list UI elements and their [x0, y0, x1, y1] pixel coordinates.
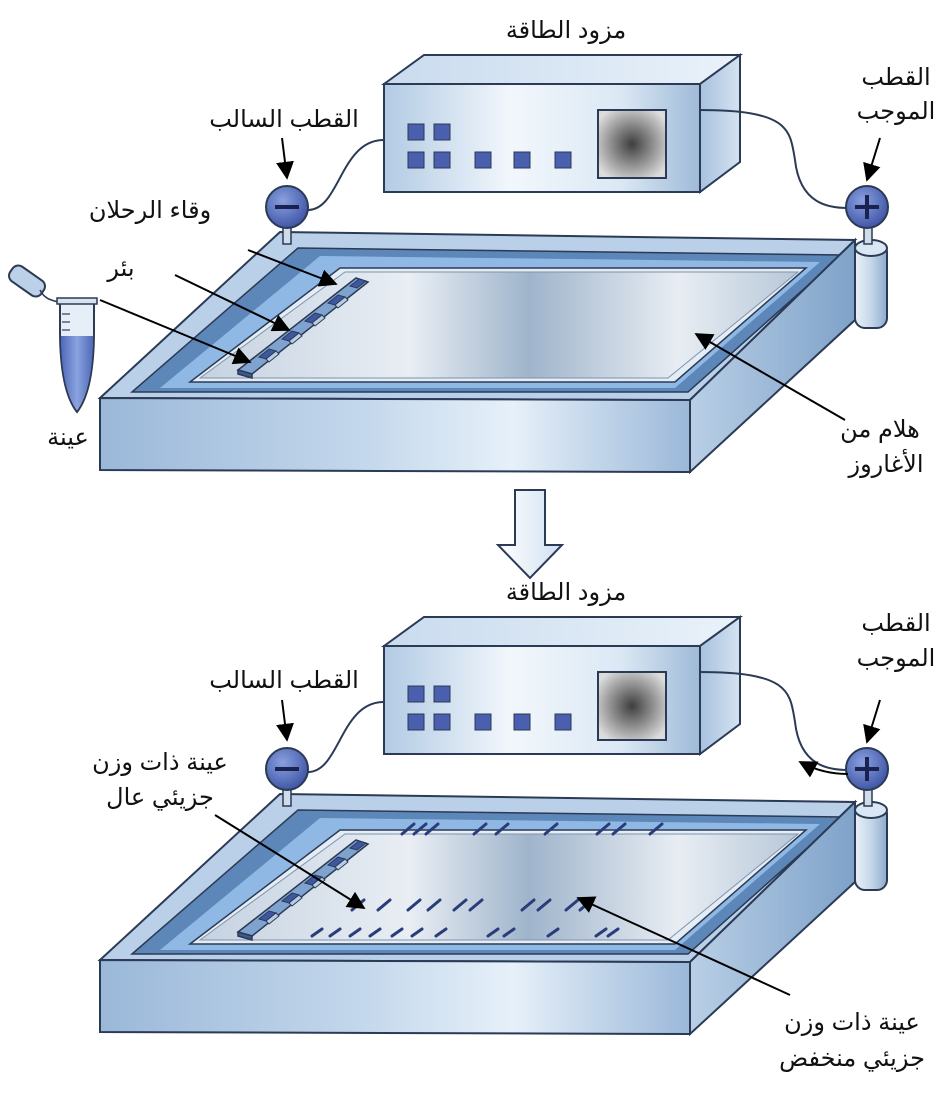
down-arrow-icon [495, 489, 565, 580]
anode-label-bottom-line1: القطب [861, 610, 930, 637]
anode-pointer [863, 137, 881, 182]
buffer-pointer [247, 249, 338, 287]
sample-label: عينة [47, 424, 89, 451]
high-mw-pointer [214, 814, 366, 909]
anode-label-line1: القطب [861, 64, 930, 91]
anode-label-bottom-line2: الموجب [857, 645, 936, 672]
cathode-label-bottom: القطب السالب [209, 667, 359, 694]
bottom-pointer-arrows [214, 699, 881, 996]
cathode-label: القطب السالب [209, 106, 359, 133]
gel-pointer [694, 333, 846, 421]
anode-label-line2: الموجب [857, 98, 936, 125]
test-tube-icon [8, 264, 98, 414]
low-mw-label-line2: جزيئي منخفض [779, 1045, 925, 1072]
well-pointer-2 [99, 299, 252, 365]
well-label: بئر [106, 255, 134, 282]
anode-pointer-bottom [863, 699, 881, 744]
gel-label-line1: هلام من [840, 416, 920, 443]
low-mw-pointer [576, 896, 791, 996]
current-flow-arrow [798, 761, 849, 778]
low-mw-label-line1: عينة ذات وزن [784, 1009, 920, 1036]
top-pointer-arrows [99, 137, 881, 421]
power-supply-label: مزود الطاقة [506, 17, 626, 44]
buffer-label: وقاء الرحلان [89, 197, 211, 224]
cathode-pointer [276, 137, 294, 180]
cathode-pointer-bottom [276, 699, 294, 742]
power-supply-label-bottom: مزود الطاقة [506, 579, 626, 606]
top-labels: مزود الطاقة القطب الموجب القطب السالب وق… [47, 17, 935, 478]
bottom-labels: مزود الطاقة القطب الموجب القطب السالب عي… [92, 579, 935, 1072]
dna-bands [310, 822, 664, 938]
high-mw-label-line2: جزيئي عال [106, 784, 214, 811]
band-row-far [400, 822, 664, 836]
gel-label-line2: الأغاروز [848, 449, 924, 478]
band-row-near [310, 927, 620, 938]
well-pointer-1 [174, 274, 291, 332]
high-mw-label-line1: عينة ذات وزن [92, 749, 228, 776]
